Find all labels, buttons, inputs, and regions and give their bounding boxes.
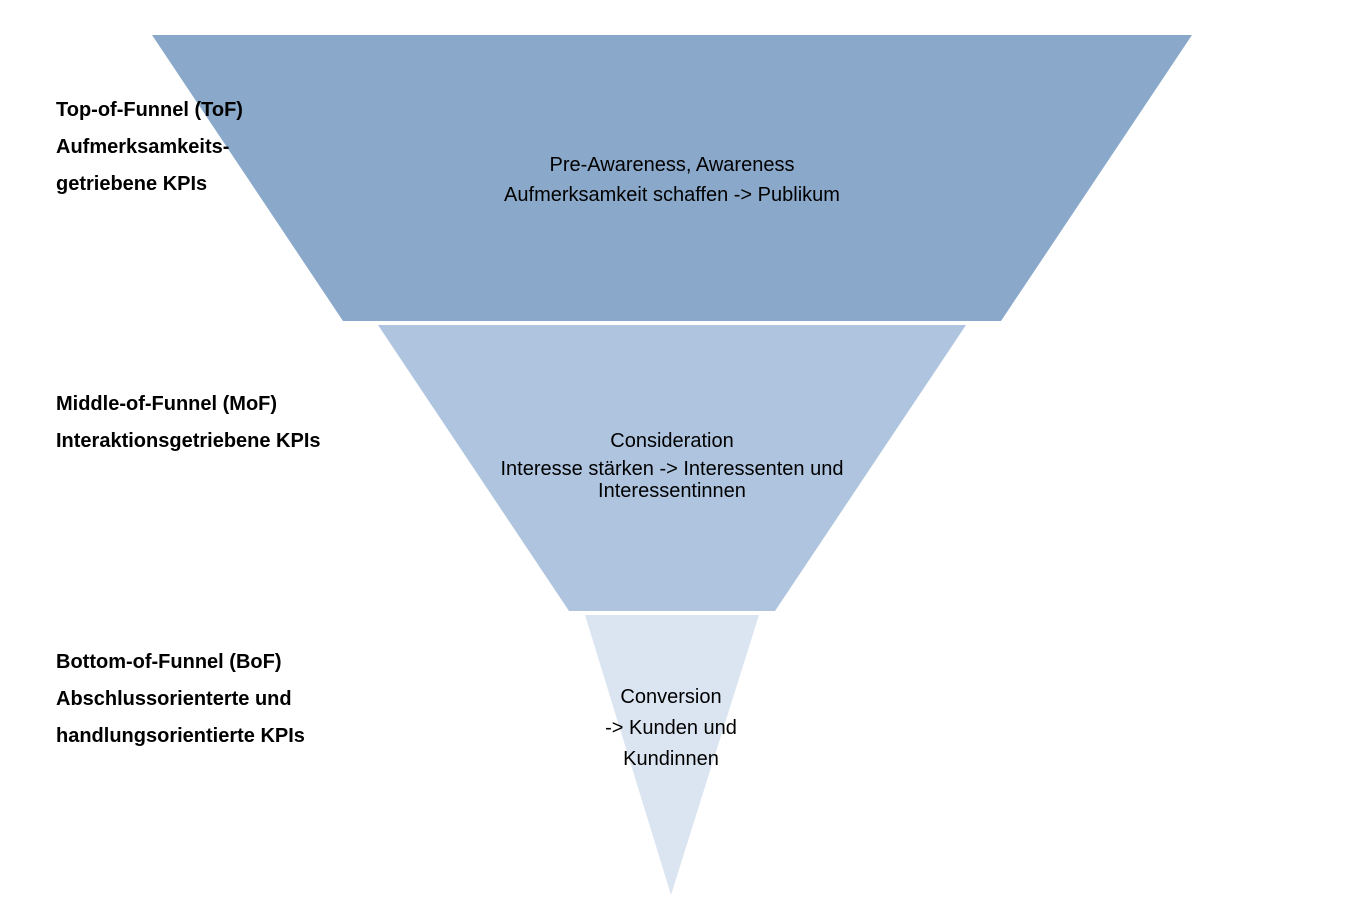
label-bottom-of-funnel: Bottom-of-Funnel (BoF) Abschlussorienter… [56,644,305,755]
stage-bottom-title: Conversion [620,686,722,708]
stage-bottom-subtitle-line2: Kundinnen [623,748,719,770]
stage-top-text: Pre-Awareness, Awareness Aufmerksamkeit … [472,150,872,210]
label-top-of-funnel: Top-of-Funnel (ToF) Aufmerksamkeits- get… [56,92,243,203]
label-middle-line1: Middle-of-Funnel (MoF) [56,393,278,415]
label-bottom-line1: Bottom-of-Funnel (BoF) [56,651,282,673]
funnel-stage-middle [378,325,966,611]
stage-middle-text: Consideration Interesse stärken -> Inter… [472,429,872,502]
funnel-stage-bottom [585,615,759,895]
label-top-line1: Top-of-Funnel (ToF) [56,99,243,121]
stage-bottom-subtitle-line1: -> Kunden und [605,717,737,739]
label-bottom-line2: Abschlussorienterte und [56,688,292,710]
stage-top-subtitle: Aufmerksamkeit schaffen -> Publikum [504,184,840,206]
stage-middle-subtitle-line2: Interessentinnen [598,480,746,502]
label-bottom-line3: handlungsorientierte KPIs [56,725,305,747]
label-top-line3: getriebene KPIs [56,173,208,195]
stage-top-title: Pre-Awareness, Awareness [549,154,795,176]
label-top-line2: Aufmerksamkeits- [56,136,230,158]
funnel-stage-top [152,35,1192,321]
label-middle-of-funnel: Middle-of-Funnel (MoF) Interaktionsgetri… [56,386,321,460]
stage-middle-title: Consideration [610,430,734,452]
stage-middle-subtitle-line1: Interesse stärken -> Interessenten und [500,458,844,480]
label-middle-line2: Interaktionsgetriebene KPIs [56,430,321,452]
stage-bottom-text: Conversion -> Kunden und Kundinnen [571,682,771,775]
